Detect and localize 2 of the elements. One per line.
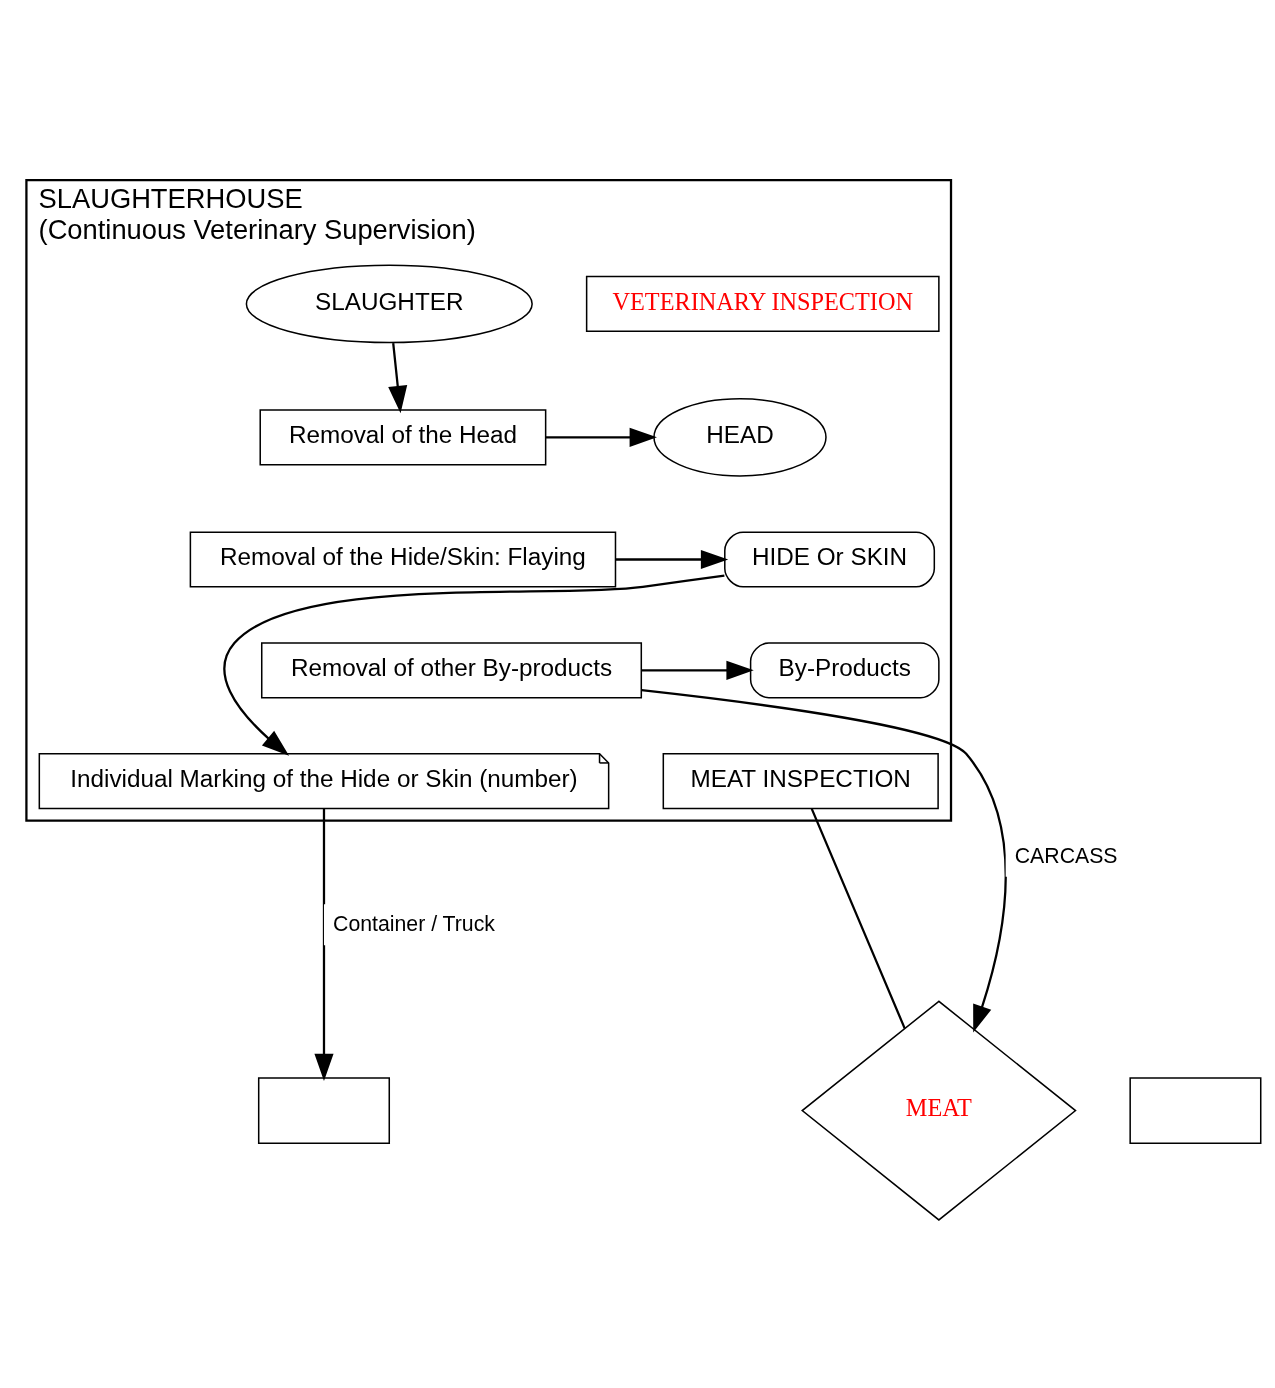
edge-label: Container / Truck bbox=[333, 912, 495, 937]
edge-label: CARCASS bbox=[1014, 843, 1118, 868]
